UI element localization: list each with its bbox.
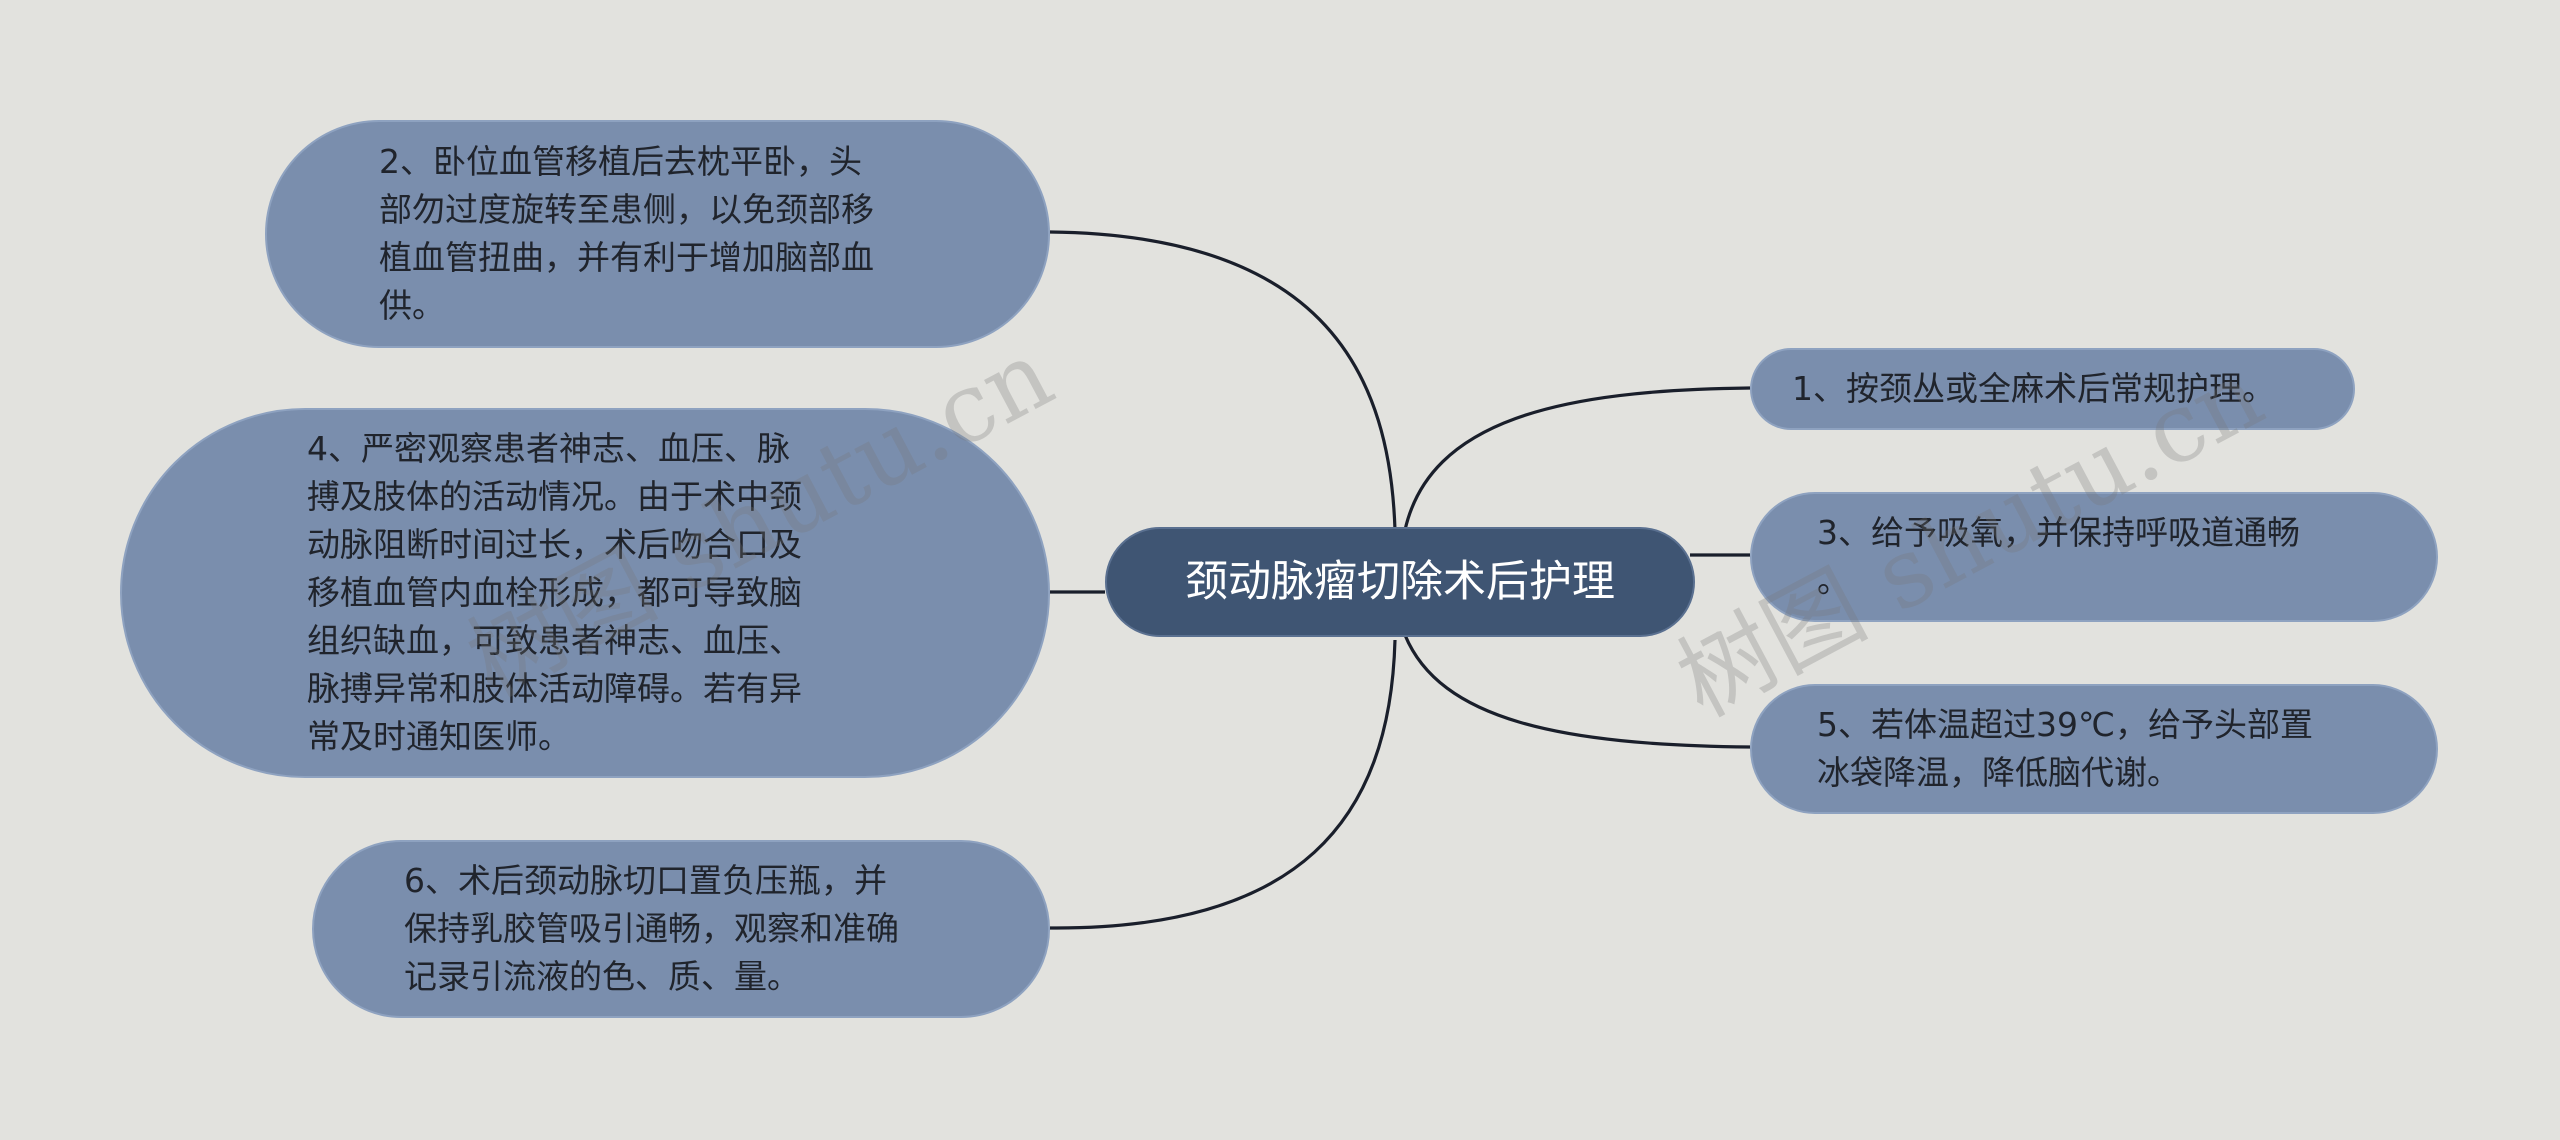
topic-text: 1、按颈丛或全麻术后常规护理。 bbox=[1792, 369, 2275, 408]
topic-node-4[interactable]: 4、严密观察患者神志、血压、脉 搏及肢体的活动情况。由于术中颈 动脉阻断时间过长… bbox=[120, 408, 1050, 778]
connector-topic-2 bbox=[1049, 230, 1397, 531]
root-title: 颈动脉瘤切除术后护理 bbox=[1185, 557, 1615, 607]
connector-topic-5 bbox=[1403, 634, 1751, 749]
topic-node-3[interactable]: 3、给予吸氧，并保持呼吸道通畅 。 bbox=[1750, 492, 2438, 622]
topic-node-6[interactable]: 6、术后颈动脉切口置负压瓶，并 保持乳胶管吸引通畅，观察和准确 记录引流液的色、… bbox=[312, 840, 1050, 1018]
topic-node-5[interactable]: 5、若体温超过39℃，给予头部置 冰袋降温，降低脑代谢。 bbox=[1750, 684, 2438, 814]
topic-text: 3、给予吸氧，并保持呼吸道通畅 。 bbox=[1817, 513, 2300, 600]
root-topic[interactable]: 颈动脉瘤切除术后护理 bbox=[1105, 527, 1695, 637]
topic-text: 6、术后颈动脉切口置负压瓶，并 保持乳胶管吸引通畅，观察和准确 记录引流液的色、… bbox=[404, 861, 899, 996]
connector-topic-1 bbox=[1403, 386, 1751, 531]
topic-node-2[interactable]: 2、卧位血管移植后去枕平卧，头 部勿过度旋转至患侧，以免颈部移 植血管扭曲，并有… bbox=[265, 120, 1050, 348]
topic-text: 4、严密观察患者神志、血压、脉 搏及肢体的活动情况。由于术中颈 动脉阻断时间过长… bbox=[307, 429, 802, 756]
topic-node-1[interactable]: 1、按颈丛或全麻术后常规护理。 bbox=[1750, 348, 2355, 430]
topic-text: 2、卧位血管移植后去枕平卧，头 部勿过度旋转至患侧，以免颈部移 植血管扭曲，并有… bbox=[379, 142, 874, 325]
connector-topic-6 bbox=[1049, 639, 1397, 930]
topic-text: 5、若体温超过39℃，给予头部置 冰袋降温，降低脑代谢。 bbox=[1817, 705, 2314, 792]
